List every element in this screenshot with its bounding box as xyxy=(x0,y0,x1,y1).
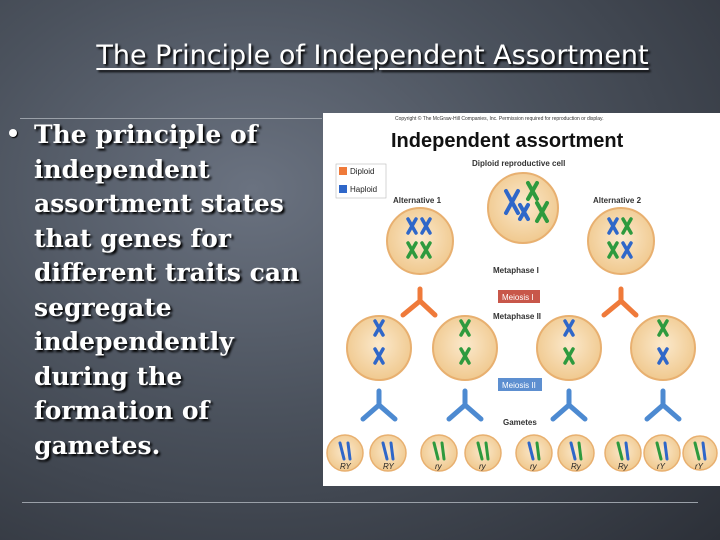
bottom-divider xyxy=(22,502,698,503)
legend: Diploid Haploid xyxy=(335,163,387,199)
gametes-row xyxy=(326,434,718,472)
gamete-label-3: ry xyxy=(435,462,443,471)
meiosis-1-arrows xyxy=(400,286,639,318)
metaphase-1-cell-alt-2 xyxy=(587,207,655,275)
gamete-1 xyxy=(326,434,364,472)
gamete-7 xyxy=(604,434,642,472)
gamete-2 xyxy=(369,434,407,472)
meiosis-1-box xyxy=(498,290,540,303)
legend-swatch-diploid xyxy=(339,167,347,175)
figure-heading: Independent assortment xyxy=(391,130,624,152)
legend-label-haploid: Haploid xyxy=(350,185,377,194)
independent-assortment-figure: Copyright © The McGraw-Hill Companies, I… xyxy=(323,113,720,486)
gamete-8 xyxy=(643,434,681,472)
gamete-label-2: RY xyxy=(383,462,394,471)
bullet-text: The principle of independent assortment … xyxy=(34,120,300,460)
metaphase-2-label: Metaphase II xyxy=(493,312,541,321)
meiosis-2-label: Meiosis II xyxy=(502,381,536,390)
gamete-label-7: Ry xyxy=(618,462,629,471)
diploid-cell-label: Diploid reproductive cell xyxy=(472,159,565,168)
legend-swatch-haploid xyxy=(339,185,347,193)
gamete-label-9: rY xyxy=(695,462,704,471)
meiosis-2-arrows xyxy=(360,388,682,422)
bullet-dot xyxy=(9,129,17,137)
metaphase-2-cells xyxy=(346,315,696,381)
gamete-3 xyxy=(420,434,458,472)
gamete-9 xyxy=(682,435,718,471)
gamete-label-5: ry xyxy=(530,462,538,471)
gamete-5 xyxy=(515,434,553,472)
gamete-label-1: RY xyxy=(340,462,351,471)
top-divider xyxy=(20,118,322,119)
copyright-text: Copyright © The McGraw-Hill Companies, I… xyxy=(395,115,604,122)
gametes-label: Gametes xyxy=(503,418,537,427)
metaphase-1-label: Metaphase I xyxy=(493,266,539,275)
gamete-4 xyxy=(464,434,502,472)
diploid-cell xyxy=(487,172,559,244)
gamete-label-6: Ry xyxy=(571,462,582,471)
gamete-label-4: ry xyxy=(479,462,487,471)
meiosis-2-box xyxy=(498,378,542,391)
legend-label-diploid: Diploid xyxy=(350,167,374,176)
gamete-6 xyxy=(557,434,595,472)
metaphase-1-cell-alt-1 xyxy=(386,207,454,275)
gamete-label-8: rY xyxy=(657,462,666,471)
slide-title: The Principle of Independent Assortment xyxy=(96,40,649,71)
meiosis-1-label: Meiosis I xyxy=(502,293,534,302)
figure-svg: Copyright © The McGraw-Hill Companies, I… xyxy=(326,115,718,472)
alternative-1-label: Alternative 1 xyxy=(393,196,442,205)
alternative-2-label: Alternative 2 xyxy=(593,196,642,205)
